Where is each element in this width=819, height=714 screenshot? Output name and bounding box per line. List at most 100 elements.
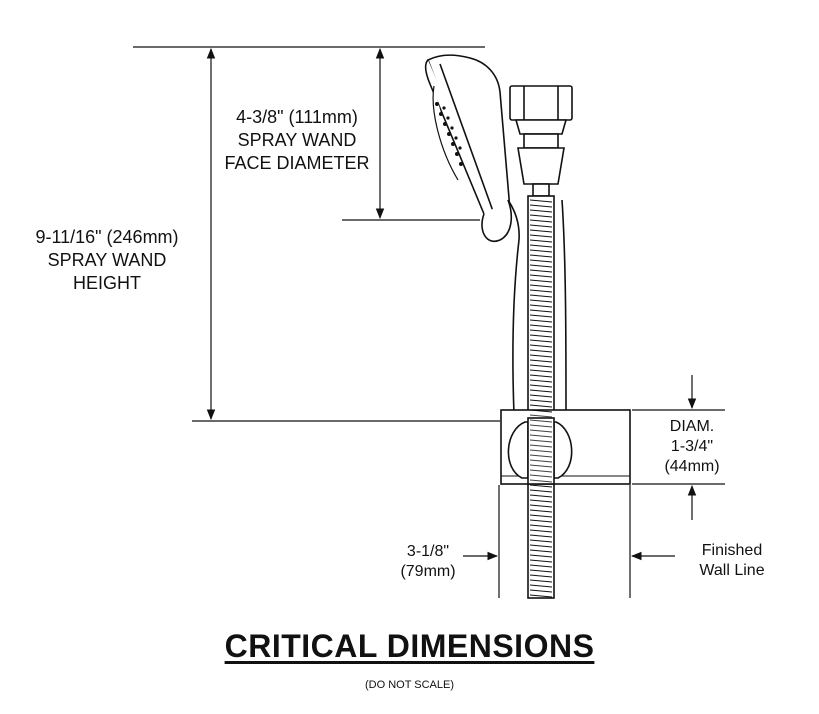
wall-line2: Wall Line: [699, 562, 765, 579]
hose-rib: [529, 224, 553, 228]
hose-rib: [529, 354, 553, 358]
diam-line1: DIAM.: [669, 418, 715, 435]
face-diameter-label: 4-3/8" (111mm) SPRAY WAND FACE DIAMETER: [212, 106, 382, 175]
hose-rib: [529, 529, 553, 533]
hose-rib: [529, 594, 553, 598]
hose-rib: [529, 499, 553, 503]
depth-label: 3-1/8" (79mm): [388, 542, 468, 582]
hose-rib: [529, 429, 553, 433]
hose-rib: [529, 274, 553, 278]
hose-rib: [529, 269, 553, 273]
hose-rib: [529, 434, 553, 438]
hose-rib: [529, 579, 553, 583]
hose-rib: [529, 404, 553, 408]
spray-head-icon: [424, 54, 513, 243]
hose-rib: [529, 339, 553, 343]
diam-line2: 1-3/4": [670, 438, 714, 455]
hose-rib: [529, 314, 553, 318]
hose-rib: [529, 214, 553, 218]
hose-rib: [529, 389, 553, 393]
hose-rib: [529, 589, 553, 593]
hose-rib: [529, 334, 553, 338]
hose-rib: [529, 294, 553, 298]
diam-line3: (44mm): [664, 458, 720, 475]
wall-bracket-icon: [500, 409, 631, 485]
face-diameter-line1: SPRAY WAND: [237, 130, 357, 150]
hose-rib: [529, 204, 553, 208]
hose-rib: [529, 239, 553, 243]
nozzle-dots: [435, 102, 463, 166]
hose-rib: [529, 229, 553, 233]
hose-rib: [529, 474, 553, 478]
hose-rib: [529, 454, 553, 458]
page-subtitle: (DO NOT SCALE): [364, 679, 455, 691]
hose-rib: [529, 584, 553, 588]
hose-rib: [529, 549, 553, 553]
hose-rib: [529, 319, 553, 323]
hose-rib: [529, 289, 553, 293]
hose-rib: [529, 384, 553, 388]
hose-rib: [529, 464, 553, 468]
hose-rib: [529, 424, 553, 428]
hose-rib: [529, 574, 553, 578]
hose-rib: [529, 494, 553, 498]
wall-line1: Finished: [701, 542, 763, 559]
wall-label: Finished Wall Line: [684, 541, 780, 581]
hose-rib: [529, 409, 553, 413]
hose-rib: [529, 554, 553, 558]
hose-rib: [529, 329, 553, 333]
hose-rib: [529, 324, 553, 328]
hose-rib: [529, 524, 553, 528]
hose-rib: [529, 449, 553, 453]
depth-line2: (79mm): [400, 563, 456, 580]
height-line1: SPRAY WAND: [47, 250, 167, 270]
hose-rib: [529, 489, 553, 493]
hose-rib: [529, 484, 553, 488]
hose-rib: [529, 364, 553, 368]
hose-rib: [529, 514, 553, 518]
face-diameter-value: 4-3/8" (111mm): [236, 107, 358, 127]
hose-rib: [529, 559, 553, 563]
hose-rib: [529, 359, 553, 363]
dimension-lines: [206, 47, 697, 598]
hose-rib: [529, 279, 553, 283]
diam-label: DIAM. 1-3/4" (44mm): [648, 417, 736, 477]
height-line2: HEIGHT: [72, 273, 141, 293]
hose-rib: [529, 414, 553, 418]
hose-rib: [529, 479, 553, 483]
hose-rib: [529, 534, 553, 538]
hose-rib: [529, 509, 553, 513]
hose-rib: [529, 299, 553, 303]
hose-rib: [529, 459, 553, 463]
hose-rib: [529, 544, 553, 548]
hose-rib: [529, 244, 553, 248]
hose-rib: [529, 199, 553, 203]
hose-rib: [529, 249, 553, 253]
hose-rib: [529, 519, 553, 523]
hose-rib: [529, 469, 553, 473]
hose-rib: [529, 399, 553, 403]
extension-lines: [133, 46, 725, 485]
connector-nut-icon: [509, 85, 573, 197]
hose-rib: [529, 284, 553, 288]
height-value: 9-11/16" (246mm): [35, 227, 179, 247]
hose-rib: [529, 379, 553, 383]
hose-rib: [529, 309, 553, 313]
hose-ribs: [529, 199, 553, 598]
hose-rib: [529, 259, 553, 263]
page-title: CRITICAL DIMENSIONS: [224, 628, 595, 664]
hose-rib: [529, 539, 553, 543]
face-diameter-line2: FACE DIAMETER: [224, 153, 370, 173]
hose-rib: [529, 439, 553, 443]
hose-rib: [529, 369, 553, 373]
hose-rib: [529, 304, 553, 308]
hose-rib: [529, 219, 553, 223]
hose-rib: [529, 564, 553, 568]
hose-rib: [529, 234, 553, 238]
hose-rib: [529, 444, 553, 448]
height-label: 9-11/16" (246mm) SPRAY WAND HEIGHT: [22, 226, 192, 295]
hose-rib: [529, 349, 553, 353]
hose-rib: [529, 504, 553, 508]
hose-rib: [529, 254, 553, 258]
